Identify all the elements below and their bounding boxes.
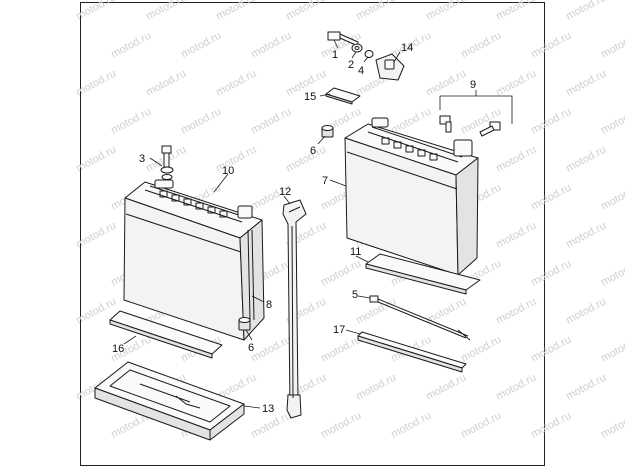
tray-13 (94, 361, 245, 441)
callout-12: 12 (279, 186, 291, 198)
callout-6-upper: 6 (310, 145, 316, 157)
strap-12 (282, 199, 307, 419)
callout-6-lower: 6 (248, 342, 254, 354)
vent-tube-5 (369, 295, 471, 341)
washer-2 (351, 43, 363, 53)
callout-5: 5 (352, 289, 358, 301)
watermark-text: motod.ru (564, 144, 608, 175)
watermark-text: motod.ru (564, 0, 608, 23)
pad-17 (357, 331, 467, 373)
watermark-text: motod.ru (599, 334, 625, 365)
bracket-14 (375, 53, 405, 81)
callout-16: 16 (112, 343, 124, 355)
bolt-3 (160, 145, 174, 180)
battery-right (344, 117, 479, 276)
callout-11: 11 (350, 246, 361, 258)
nut-6-upper (321, 125, 334, 138)
callout-17: 17 (333, 324, 345, 336)
watermark-text: motod.ru (599, 30, 625, 61)
watermark-text: motod.ru (564, 220, 608, 251)
bolts-9 (439, 115, 501, 137)
callout-4: 4 (358, 65, 364, 77)
pad-11 (365, 253, 481, 295)
watermark-text: motod.ru (599, 258, 625, 289)
callout-2: 2 (348, 59, 354, 71)
watermark-text: motod.ru (564, 372, 608, 403)
leader-lines (123, 39, 513, 409)
callout-8: 8 (266, 299, 272, 311)
callout-3: 3 (139, 153, 145, 165)
callout-14: 14 (401, 42, 413, 54)
callout-7: 7 (322, 175, 328, 187)
battery-left (123, 179, 265, 341)
cover-15 (325, 87, 361, 105)
watermark-text: motod.ru (599, 106, 625, 137)
callout-10: 10 (222, 165, 234, 177)
watermark-text: motod.ru (564, 296, 608, 327)
callout-13: 13 (262, 403, 274, 415)
pad-16 (109, 310, 223, 359)
watermark-text: motod.ru (564, 68, 608, 99)
callout-9: 9 (470, 79, 476, 91)
watermark-text: motod.ru (599, 182, 625, 213)
watermark-text: motod.ru (599, 410, 625, 441)
callout-15: 15 (304, 91, 316, 103)
washer-4 (364, 50, 374, 58)
callout-1: 1 (332, 49, 338, 61)
nut-6-left (238, 317, 251, 331)
